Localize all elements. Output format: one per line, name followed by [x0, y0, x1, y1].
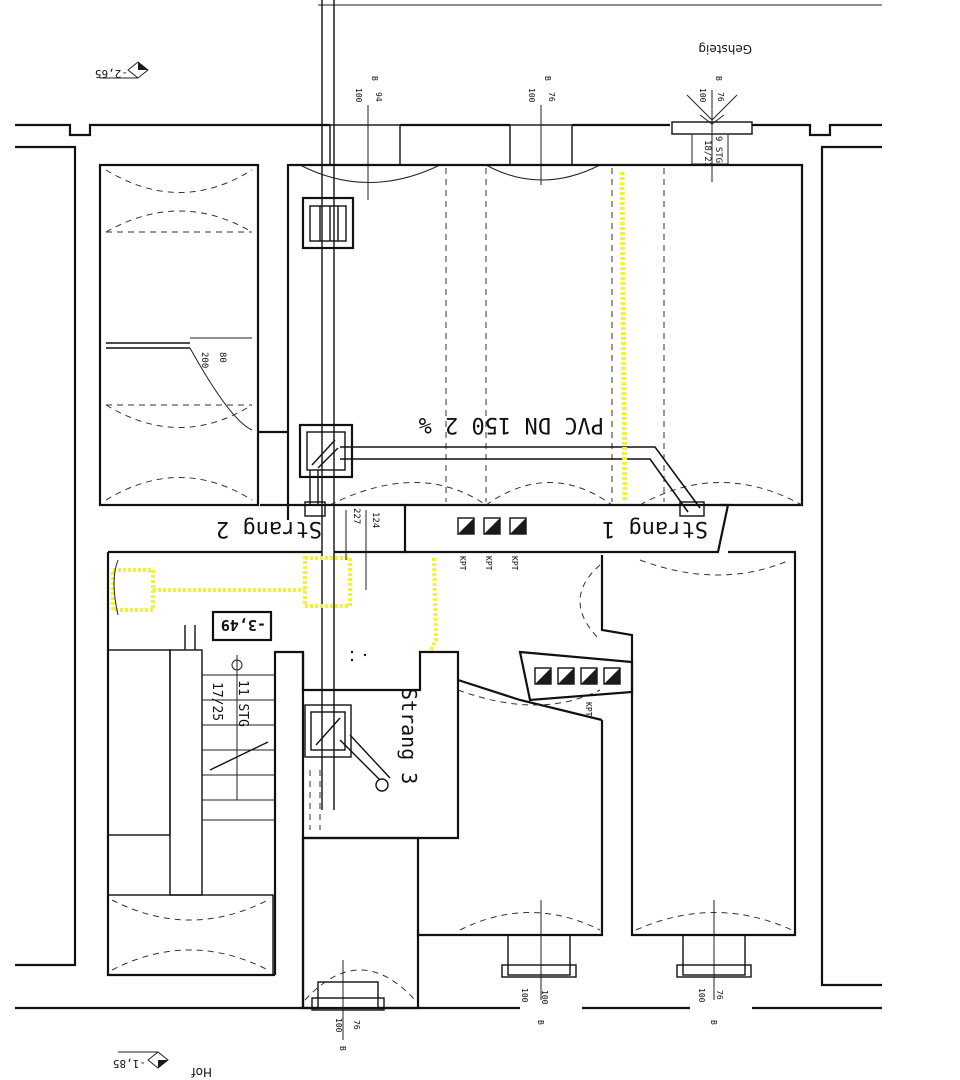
room-lower-center	[301, 650, 460, 1040]
win-bm-b: B	[536, 1020, 545, 1025]
win-tm-w: 76	[547, 92, 556, 102]
win-tr-b: B	[714, 76, 723, 81]
level-marker-bottom	[118, 1051, 169, 1069]
win-bl-b: B	[338, 1046, 347, 1051]
win-tr-w: 76	[716, 92, 725, 102]
room-upper-main	[286, 163, 804, 507]
win-bl-w: 76	[352, 1020, 361, 1030]
win-br-h: 100	[697, 988, 706, 1003]
room-lower-right	[311, 550, 797, 1011]
stairs-top-dims: 18/21	[702, 140, 712, 167]
kpt-label-3: KPT	[510, 556, 519, 571]
kpt-symbols-lower	[518, 650, 634, 702]
kpt-symbols-upper	[457, 517, 527, 535]
corridor-band	[260, 503, 730, 554]
level-bottom-label: -1,85	[113, 1057, 146, 1070]
pipe-label: PVC DN 150 2 %	[419, 412, 604, 437]
kpt-label-2: KPT	[484, 556, 493, 571]
gehsteig-label: Gehsteig	[698, 42, 752, 56]
win-bm-h: 100	[520, 988, 529, 1003]
win-tl-h: 100	[354, 88, 363, 103]
kpt-label-4: KPT	[584, 702, 593, 717]
win-tm-h: 100	[527, 88, 536, 103]
win-tl-b: B	[370, 76, 379, 81]
stairs-main-steps: 11 STG	[235, 680, 250, 727]
window-labels: B 100 94 B 100 76 B 100 76 B 100 100 B 1…	[334, 76, 725, 1051]
strang-2-label: Strang 2	[216, 516, 322, 541]
win-bm-w: 100	[540, 990, 549, 1005]
level-marker-top	[100, 61, 149, 79]
room-upper-left	[98, 163, 288, 507]
riser-lines	[321, 0, 335, 810]
yellow-marker-lines	[111, 171, 628, 653]
door-width-label: 80	[217, 352, 227, 363]
room-lower-left	[106, 550, 405, 1008]
win-tl-w: 94	[374, 92, 383, 102]
kpt-label-1: KPT	[458, 556, 467, 571]
win-bl-h: 100	[334, 1018, 343, 1033]
dim-124-label: 124	[370, 512, 380, 528]
level-box-label: -3,49	[221, 616, 266, 634]
vent-duct-middle	[298, 423, 354, 479]
hof-label: Hof	[191, 1065, 212, 1079]
win-tr-h: 100	[698, 88, 707, 103]
pvc-pipe	[304, 446, 705, 517]
strang-3-label: Strang 3	[397, 688, 421, 784]
win-tm-b: B	[543, 76, 552, 81]
level-top-label: -2,65	[95, 67, 128, 80]
stairs-main-dims: 17/25	[209, 682, 224, 721]
win-br-w: 76	[715, 990, 724, 1000]
window-top-left	[299, 105, 441, 200]
marker-dots	[350, 650, 367, 662]
text-labels: Gehsteig Hof -2,65 -1,85 -3,49 PVC DN 15…	[95, 42, 752, 1079]
vent-duct-top	[301, 196, 355, 250]
entrance-top-right	[671, 90, 753, 182]
window-top-mid	[485, 105, 601, 185]
strang-1-label: Strang 1	[602, 516, 708, 541]
outer-walls	[15, 123, 882, 1010]
win-br-b: B	[709, 1020, 718, 1025]
dimension-lines	[345, 510, 367, 590]
level-box	[211, 610, 273, 642]
door-height-label: 200	[199, 352, 209, 368]
dim-227-label: 227	[351, 508, 361, 524]
stairs-top-steps: 9 STG	[713, 136, 723, 163]
